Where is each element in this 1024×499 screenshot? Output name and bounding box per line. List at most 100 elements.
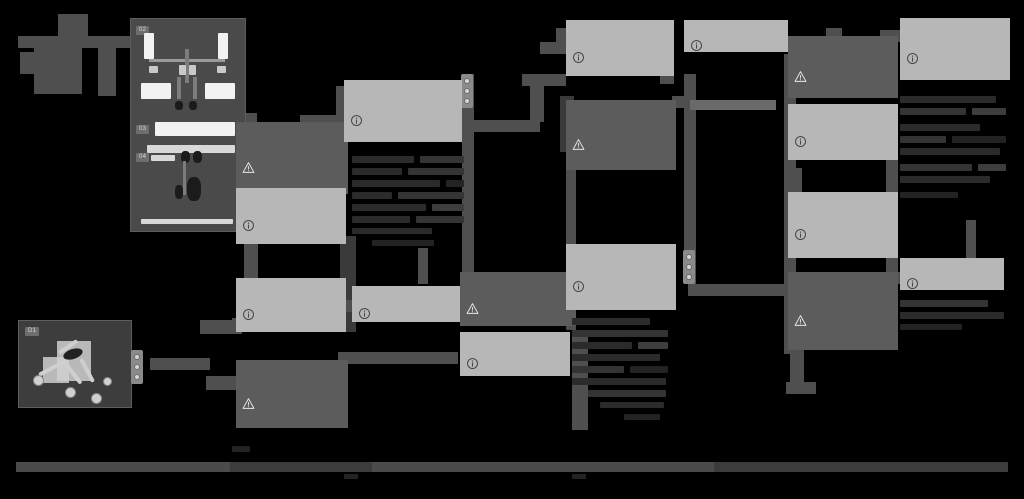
panel-tag-03: 03 <box>136 125 150 134</box>
node-card-info[interactable] <box>566 20 674 76</box>
redacted-text <box>352 180 440 187</box>
panel-chip <box>179 65 186 75</box>
rail-marker <box>232 446 250 452</box>
redacted-text <box>420 156 464 163</box>
connector <box>18 36 146 48</box>
connector <box>300 115 348 126</box>
dot-icon[interactable] <box>686 274 692 280</box>
node-card-warning[interactable] <box>566 100 676 170</box>
connector <box>20 52 38 74</box>
redacted-text <box>900 192 958 198</box>
redacted-text <box>900 300 988 307</box>
redacted-text <box>900 164 972 171</box>
node-card-warning[interactable] <box>788 36 898 98</box>
connector <box>786 382 816 394</box>
dot-icon[interactable] <box>686 254 692 260</box>
dot-icon[interactable] <box>134 364 140 370</box>
node-card-info[interactable] <box>788 192 898 258</box>
node-card-info[interactable] <box>236 278 346 332</box>
dot-stack-control[interactable] <box>461 74 473 108</box>
redacted-text <box>352 216 410 223</box>
info-icon <box>900 258 924 299</box>
redacted-text <box>900 148 1000 155</box>
panel-wire <box>185 49 189 83</box>
redacted-text <box>624 414 660 420</box>
connector <box>58 14 88 40</box>
dot-icon[interactable] <box>464 78 470 84</box>
dot-stack-control[interactable] <box>131 350 143 384</box>
redacted-text <box>352 192 392 199</box>
panel-glyph <box>189 101 197 110</box>
dot-icon[interactable] <box>464 98 470 104</box>
dot-icon[interactable] <box>686 264 692 270</box>
panel-wire <box>193 77 197 99</box>
bottom-rail-segment[interactable] <box>372 462 714 472</box>
node-card-warning[interactable] <box>788 272 898 350</box>
redacted-text <box>972 108 1006 115</box>
dot-icon[interactable] <box>134 374 140 380</box>
redacted-text <box>572 366 624 373</box>
redacted-text <box>900 312 1004 319</box>
warning-icon <box>788 36 812 107</box>
dot-icon[interactable] <box>464 88 470 94</box>
connector <box>684 74 696 284</box>
connector <box>790 168 802 192</box>
panel-glyph <box>175 185 183 199</box>
node-card-info[interactable] <box>344 80 462 142</box>
panel-chip <box>189 65 196 75</box>
info-icon <box>566 20 590 85</box>
connector <box>34 46 82 94</box>
panel-field <box>141 219 233 224</box>
node-card-info[interactable] <box>684 20 788 52</box>
redacted-text <box>352 228 432 234</box>
node-card-warning[interactable] <box>236 122 348 194</box>
bottom-rail-segment[interactable] <box>16 462 230 472</box>
info-icon <box>236 188 260 253</box>
panel-tag-04: 04 <box>136 153 150 162</box>
node-card-info[interactable] <box>236 188 346 244</box>
redacted-text <box>900 176 990 183</box>
info-icon <box>684 20 708 61</box>
redacted-text <box>572 330 668 337</box>
node-card-info[interactable] <box>352 286 464 322</box>
connector <box>522 74 566 86</box>
redacted-text <box>900 96 996 103</box>
redacted-text <box>572 318 650 325</box>
redacted-text <box>900 324 962 330</box>
illustration-panel-top: 02 03 04 <box>130 18 246 232</box>
node-card-info[interactable] <box>460 332 570 376</box>
panel-field <box>144 33 154 59</box>
info-icon <box>460 332 484 385</box>
node-card-info[interactable] <box>788 104 898 160</box>
warning-icon <box>788 272 812 359</box>
dot-icon[interactable] <box>134 354 140 360</box>
panel-wire <box>189 59 225 62</box>
redacted-text <box>416 216 464 223</box>
panel-chip <box>217 66 226 73</box>
node-card-info[interactable] <box>566 244 676 310</box>
node-card-info[interactable] <box>900 258 1004 290</box>
illustration-panel-bottom: D1 <box>18 320 132 408</box>
node-card-warning[interactable] <box>460 272 576 326</box>
redacted-text <box>572 342 632 349</box>
dot-stack-control[interactable] <box>683 250 695 284</box>
node-card-info[interactable] <box>900 18 1010 80</box>
redacted-text <box>588 390 666 397</box>
info-icon <box>788 104 812 169</box>
redacted-text <box>572 378 666 385</box>
panel-wire <box>183 161 186 195</box>
connector <box>200 320 242 334</box>
node-card-warning[interactable] <box>236 360 348 428</box>
connector <box>98 46 116 96</box>
redacted-text <box>352 156 414 163</box>
panel-field <box>155 122 235 136</box>
redacted-text <box>630 366 668 373</box>
warning-icon <box>566 100 590 179</box>
info-icon <box>352 286 376 331</box>
connector <box>468 120 540 132</box>
bottom-rail[interactable] <box>16 462 1008 472</box>
redacted-text <box>900 124 980 131</box>
panel-wire <box>177 77 181 99</box>
panel-glyph <box>193 151 202 163</box>
info-icon <box>566 244 590 319</box>
